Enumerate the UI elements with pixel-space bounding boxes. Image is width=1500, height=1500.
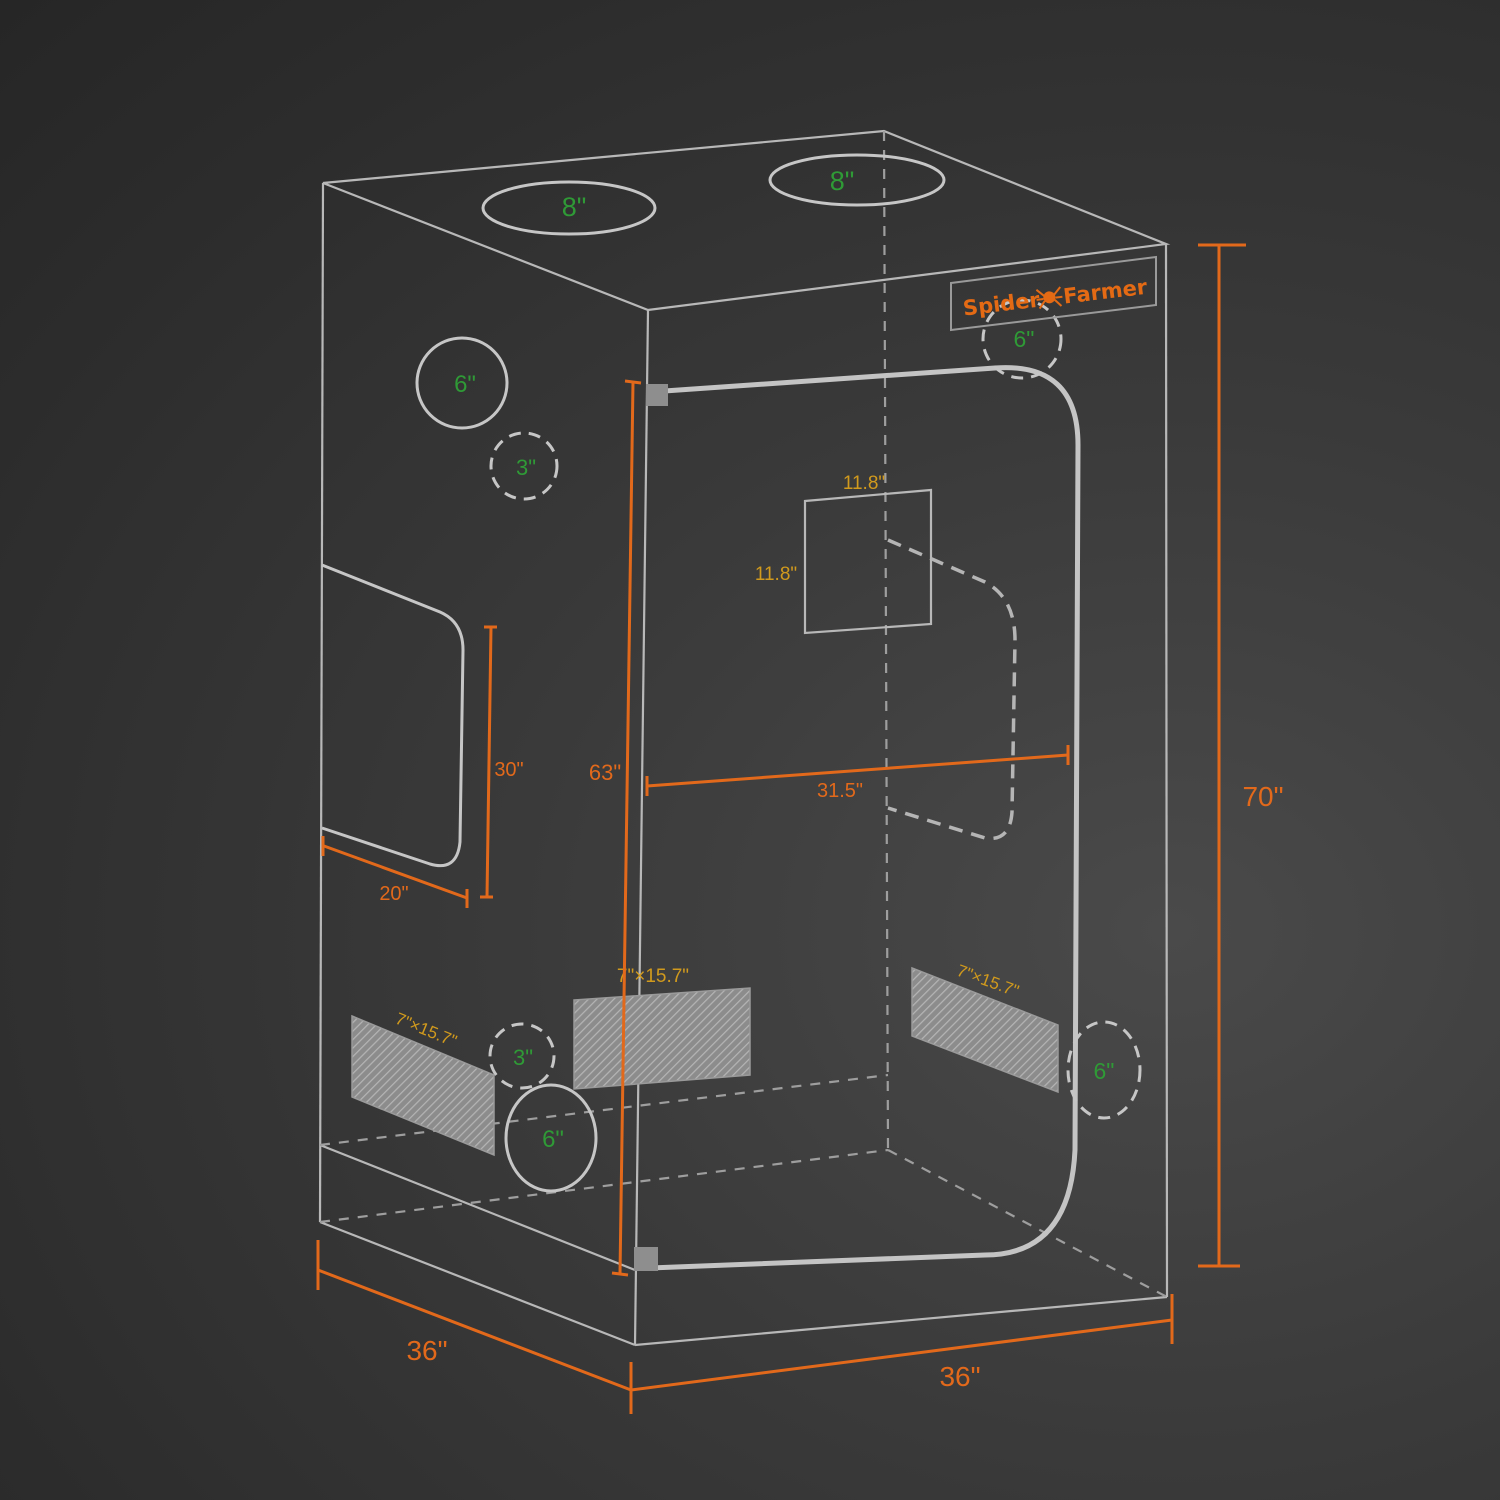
door-corner-bottom bbox=[634, 1247, 658, 1271]
port-front-right-label: 6" bbox=[1094, 1058, 1115, 1084]
door-height-dim-line bbox=[618, 381, 635, 1275]
front-right-edge bbox=[1164, 243, 1169, 1298]
vents: 7"×15.7" 7"×15.7" 7"×15.7" bbox=[351, 961, 1059, 1157]
ports: 8" 8" 6" 3" 3" 6" 6" 6" bbox=[415, 153, 1142, 1193]
side-window-width-dim-line bbox=[323, 844, 468, 900]
vent-front-left bbox=[573, 987, 751, 1090]
port-top-left-label: 8" bbox=[562, 192, 587, 222]
width-dim-line bbox=[630, 1318, 1173, 1392]
port-side-upper-large bbox=[415, 336, 509, 430]
vent-front-right bbox=[911, 966, 1059, 1094]
port-side-lower-large bbox=[504, 1083, 598, 1193]
front-door-zipper bbox=[649, 365, 1081, 1271]
width-label: 36" bbox=[939, 1361, 980, 1392]
top-window-width-label: 11.8" bbox=[843, 473, 885, 494]
back-vertical-edge bbox=[882, 130, 890, 1151]
door-height-cap-top bbox=[624, 379, 642, 385]
door-width-dim-line bbox=[646, 753, 1069, 788]
side-window-width-label: 20" bbox=[379, 883, 408, 905]
height-label: 70" bbox=[1242, 781, 1283, 812]
door-corner-top bbox=[646, 384, 668, 406]
logo-text-right: Farmer bbox=[1062, 275, 1149, 309]
depth-label: 36" bbox=[406, 1335, 447, 1366]
port-top-right bbox=[768, 153, 946, 207]
port-side-upper-small-label: 3" bbox=[516, 455, 536, 480]
port-front-top-label: 6" bbox=[1014, 326, 1035, 352]
front-left-edge bbox=[633, 309, 650, 1346]
tent-frame bbox=[318, 129, 1171, 1347]
vent-front-left-label: 7"×15.7" bbox=[617, 966, 689, 987]
top-window bbox=[803, 488, 933, 635]
port-front-right bbox=[1066, 1020, 1142, 1120]
side-bottom-edge bbox=[319, 1220, 636, 1347]
port-side-lower-small bbox=[488, 1022, 556, 1090]
back-floor-left bbox=[319, 1148, 889, 1224]
front-bottom-edge bbox=[634, 1295, 1168, 1347]
side-floor-line bbox=[319, 1143, 636, 1272]
side-window-height-label: 30" bbox=[494, 759, 523, 781]
top-window-height-label: 11.8" bbox=[755, 564, 797, 585]
port-side-upper-small bbox=[489, 431, 559, 501]
spider-icon bbox=[1035, 286, 1063, 310]
side-window-height-dim-line bbox=[485, 626, 493, 898]
left-back-edge bbox=[318, 182, 325, 1223]
door-height-label: 63" bbox=[589, 760, 621, 785]
inner-floor-left bbox=[319, 1073, 889, 1147]
port-side-lower-small-label: 3" bbox=[513, 1045, 533, 1070]
back-window-outline bbox=[887, 538, 1017, 841]
back-floor-right bbox=[887, 1149, 1168, 1298]
port-top-right-label: 8" bbox=[830, 166, 855, 196]
logo-text-left: Spider bbox=[962, 288, 1042, 321]
depth-dim-line bbox=[317, 1268, 632, 1392]
port-top-left bbox=[481, 180, 657, 236]
logo-frame bbox=[950, 255, 1157, 332]
port-front-top bbox=[981, 298, 1063, 380]
port-side-lower-large-label: 6" bbox=[542, 1126, 564, 1153]
door-width-label: 31.5" bbox=[817, 780, 863, 802]
vent-side bbox=[351, 1014, 495, 1157]
door-height-cap-bottom bbox=[611, 1271, 629, 1277]
dimension-lines: 70" 63" 31.5" 30" 20" 36" 36" bbox=[316, 243, 1284, 1414]
side-window-outline bbox=[321, 563, 465, 868]
top-face bbox=[322, 129, 1171, 312]
port-side-upper-large-label: 6" bbox=[454, 371, 476, 398]
